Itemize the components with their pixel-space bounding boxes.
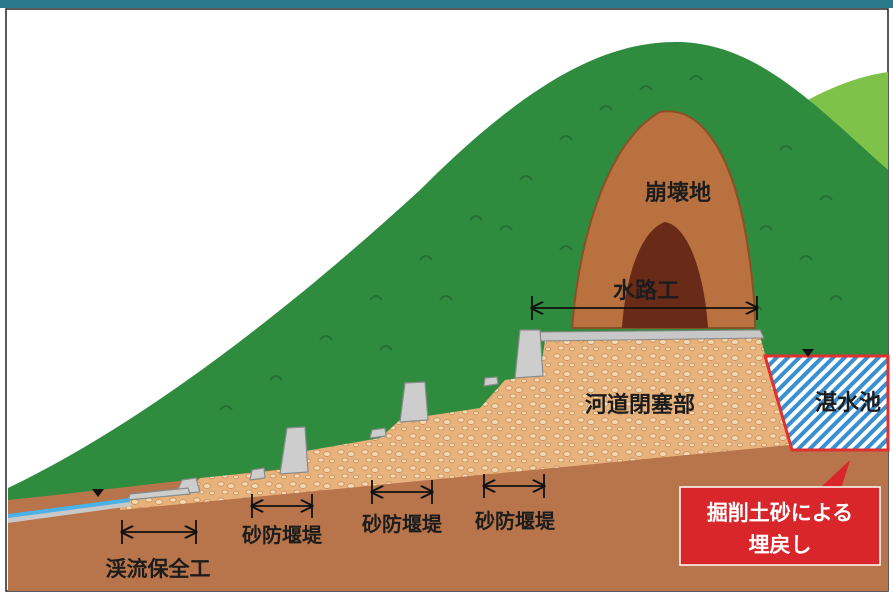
impounded-lake-label: 湛水池 (815, 390, 881, 416)
impounded-lake (763, 354, 890, 452)
dam-1-label: 砂防堰堤 (242, 523, 323, 547)
landslide-label: 崩壊地 (645, 181, 711, 206)
dam-concrete-3 (399, 381, 429, 423)
backfill-label-line2: 埋戻し (749, 533, 812, 557)
backfill-callout (679, 486, 881, 566)
dam-3-label: 砂防堰堤 (475, 509, 556, 533)
lake-water-level-marker (802, 349, 814, 357)
frame-top-bar (0, 0, 893, 8)
river-edge (8, 502, 132, 523)
ground (8, 416, 888, 591)
dam-2-label: 砂防堰堤 (362, 512, 443, 536)
waterway-label: 水路工 (613, 278, 679, 304)
landslide-area (570, 110, 757, 329)
dam-concrete-2 (279, 426, 309, 475)
dam-concrete-4 (514, 329, 544, 379)
landslide-inner (622, 222, 708, 328)
mountain-texture (219, 75, 843, 411)
backfill-label-line1: 掘削土砂による (707, 501, 853, 525)
dimension-arrows (122, 296, 757, 544)
sabo-dams (127, 329, 544, 501)
backfill-callout-pointer (820, 460, 850, 492)
river-water-level-marker (92, 489, 104, 497)
stream-protection-label: 渓流保全工 (106, 557, 211, 581)
river-blockage-label: 河道閉塞部 (585, 392, 695, 418)
